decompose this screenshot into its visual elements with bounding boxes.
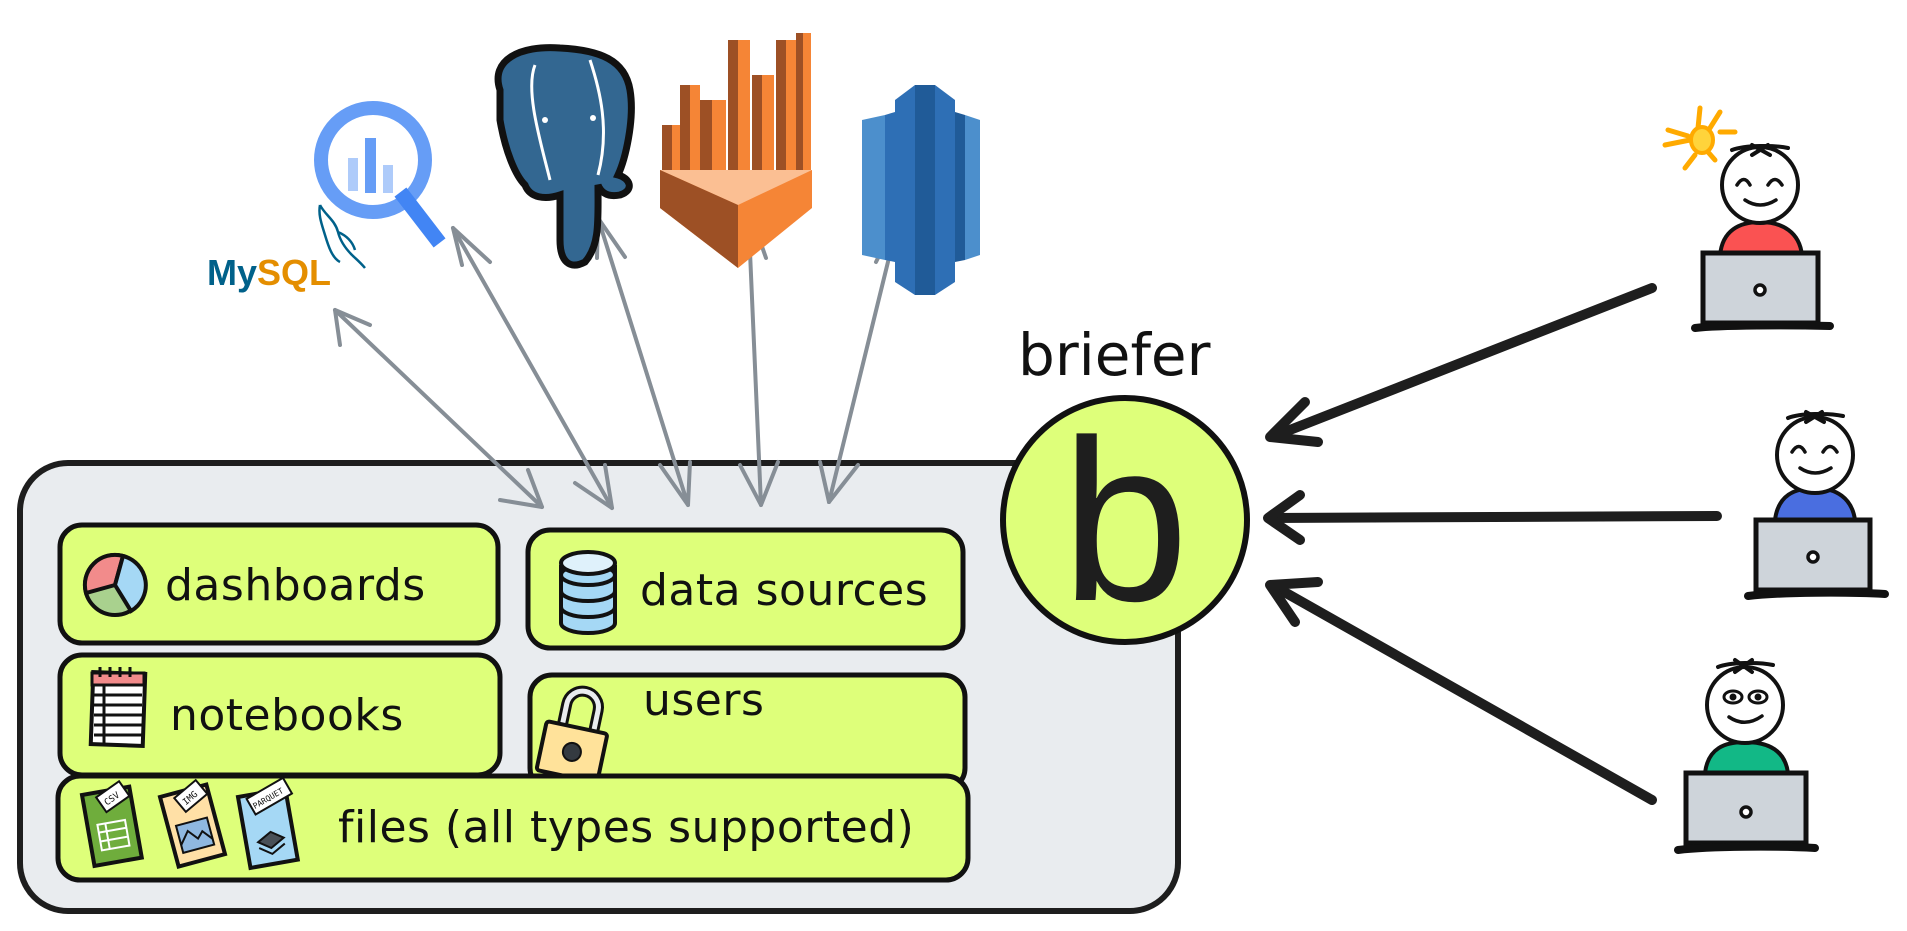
redshift-logo[interactable] bbox=[862, 85, 980, 295]
padlock-icon bbox=[534, 685, 609, 785]
brand-name: briefer bbox=[1018, 321, 1211, 389]
card-label-dashboards: dashboards bbox=[165, 560, 426, 611]
mysql-logo[interactable]: MySQL bbox=[207, 204, 366, 293]
laptop-1-icon bbox=[1691, 250, 1834, 332]
postgresql-logo[interactable] bbox=[494, 44, 635, 269]
card-label-data-sources: data sources bbox=[640, 565, 928, 616]
connection-arrow-mysql bbox=[333, 308, 544, 509]
card-files[interactable]: CSV IMG PARQUET files (all types bbox=[55, 773, 971, 883]
briefer-logo[interactable]: b bbox=[1000, 392, 1250, 649]
user-arrow-1 bbox=[1265, 283, 1657, 447]
user-arrow-2 bbox=[1263, 490, 1722, 545]
athena-logo[interactable] bbox=[660, 33, 812, 268]
person-3-head bbox=[1705, 665, 1785, 745]
database-icon bbox=[559, 550, 617, 635]
card-dashboards[interactable]: dashboards bbox=[57, 522, 501, 646]
file-types-icon: CSV IMG PARQUET bbox=[79, 776, 301, 871]
card-users[interactable]: users bbox=[527, 672, 968, 793]
user-arrow-3 bbox=[1265, 577, 1657, 805]
pie-chart-icon bbox=[82, 552, 148, 617]
person-1-head bbox=[1720, 145, 1800, 225]
user-connections bbox=[1263, 283, 1722, 805]
card-data-sources[interactable]: data sources bbox=[525, 527, 966, 651]
person-2-head bbox=[1775, 415, 1855, 495]
laptop-2-icon bbox=[1744, 517, 1889, 600]
parquet-file-icon: PARQUET bbox=[235, 776, 301, 871]
athena-bars bbox=[662, 33, 811, 170]
idea-bulb-icon bbox=[1662, 105, 1738, 171]
user-3 bbox=[1674, 658, 1819, 854]
card-label-notebooks: notebooks bbox=[170, 690, 404, 741]
mysql-dolphin-icon bbox=[318, 204, 366, 269]
person-3-shirt bbox=[1702, 739, 1791, 775]
user-1 bbox=[1662, 105, 1834, 332]
user-2 bbox=[1744, 410, 1889, 600]
card-label-files: files (all types supported) bbox=[338, 802, 914, 853]
bigquery-logo[interactable] bbox=[314, 101, 446, 248]
card-label-users: users bbox=[643, 675, 764, 726]
notebook-icon bbox=[88, 667, 148, 748]
logo-letter: b bbox=[1061, 392, 1189, 649]
connection-arrow-bigquery bbox=[451, 226, 614, 510]
csv-file-icon: CSV bbox=[79, 779, 145, 869]
laptop-3-icon bbox=[1674, 770, 1819, 854]
card-notebooks[interactable]: notebooks bbox=[57, 652, 503, 778]
image-file-icon: IMG bbox=[157, 778, 228, 869]
mysql-text: MySQL bbox=[207, 252, 331, 293]
